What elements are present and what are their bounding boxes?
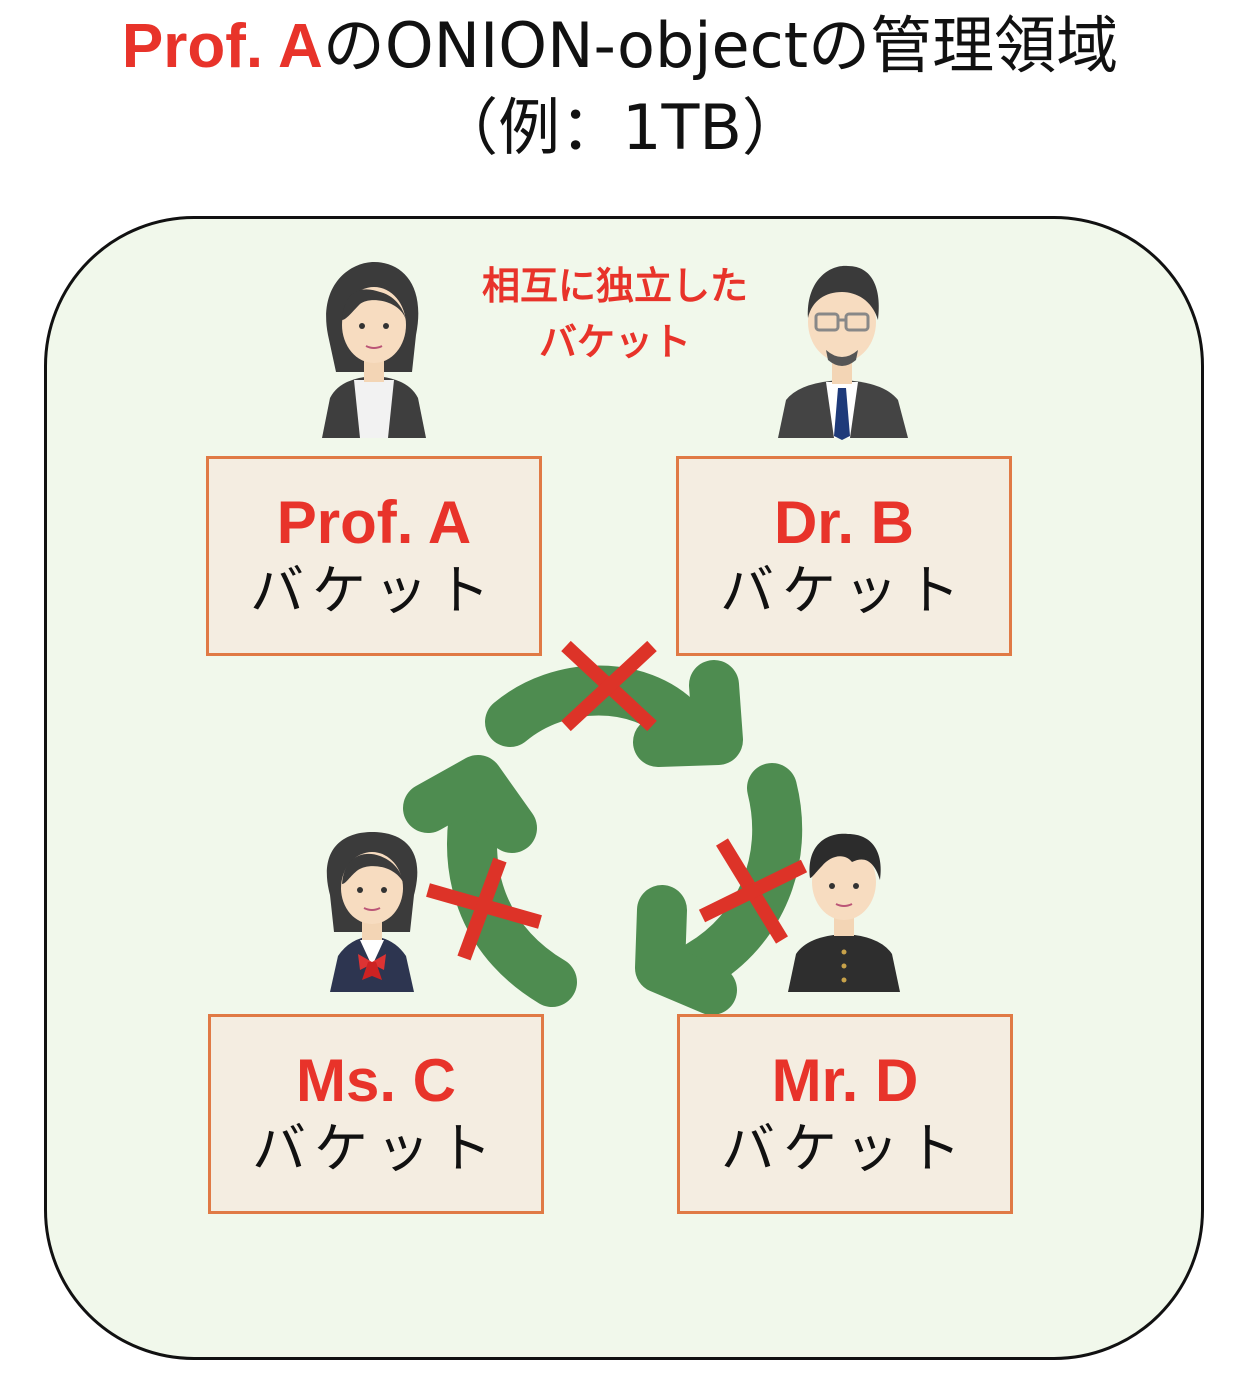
bucket-owner-label: Ms. C [295,1047,457,1114]
cross-mark-icon [426,857,542,961]
bucket-owner-label: Prof. A [276,489,472,556]
bucket-mr-d: Mr. D バケット [677,1014,1013,1214]
bucket-owner-label: Dr. B [773,489,915,556]
man-glasses-avatar-icon [778,265,908,440]
bucket-kind-label: バケット [720,559,968,622]
bucket-kind-label: バケット [250,559,498,622]
bucket-prof-a: Prof. A バケット [206,456,542,656]
bucket-kind-label: バケット [252,1117,500,1180]
cycle-arrow-icon [403,660,803,1015]
cross-mark-icon [698,838,808,944]
boy-student-avatar-icon [788,833,900,992]
page-title: Prof. AのONION-objectの管理領域 [0,10,1240,83]
cross-mark-icon [561,640,657,732]
woman-avatar-icon [322,262,426,438]
note-line-2: バケット [538,320,691,364]
title-rest: のONION-objectの管理領域 [322,9,1119,82]
bucket-ms-c: Ms. C バケット [208,1014,544,1214]
bucket-dr-b: Dr. B バケット [676,456,1012,656]
independent-buckets-note: 相互に独立した バケット [420,258,810,370]
title-owner: Prof. A [121,12,323,81]
page-subtitle: （例：1TB） [436,91,804,164]
girl-student-avatar-icon [326,832,418,992]
bucket-kind-label: バケット [721,1117,969,1180]
note-line-1: 相互に独立した [481,264,748,308]
bucket-owner-label: Mr. D [771,1047,919,1114]
